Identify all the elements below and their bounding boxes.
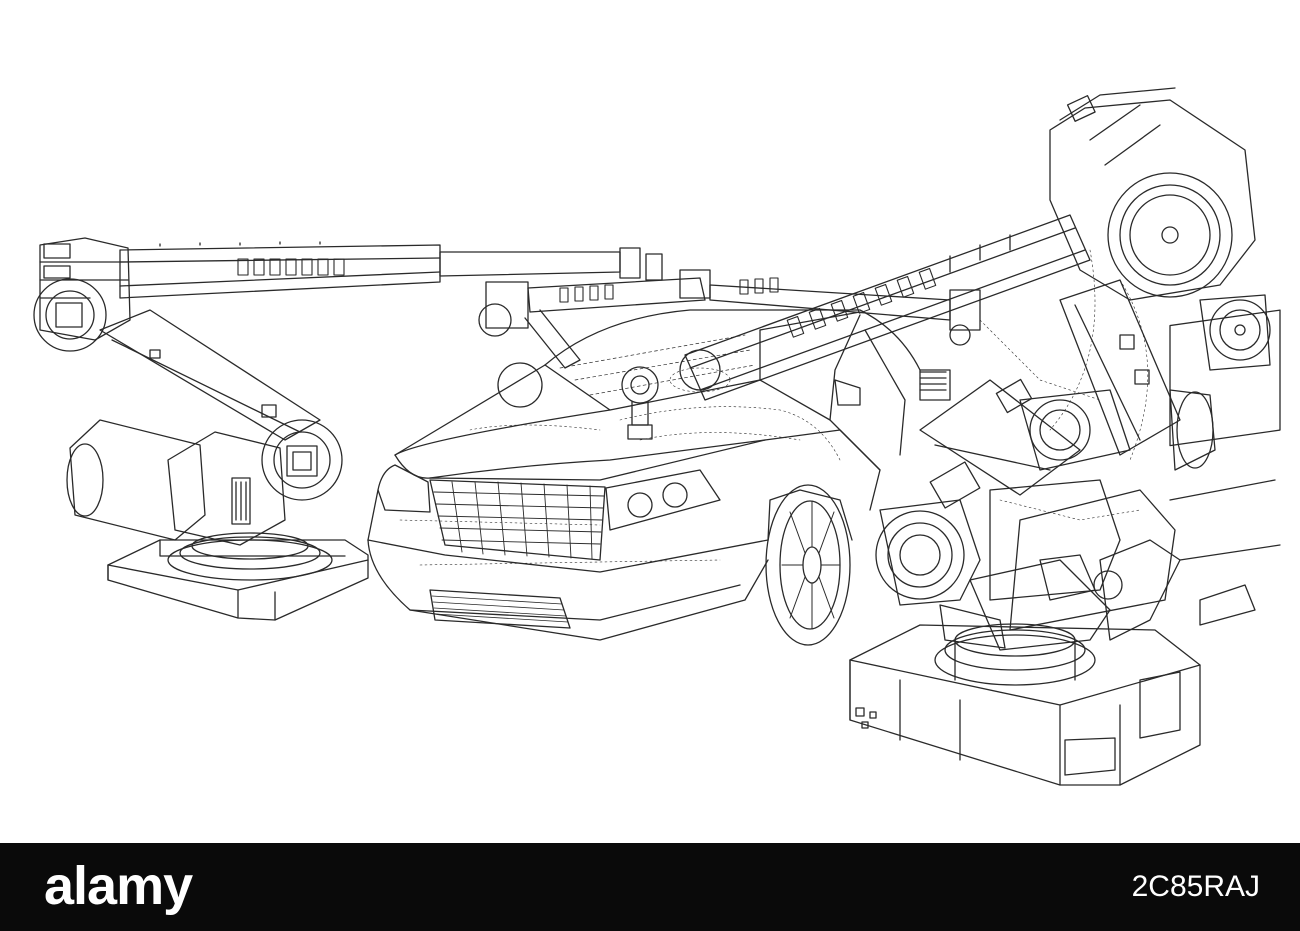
roof-nozzle-icon (621, 366, 659, 440)
robot-arm-left-icon (33, 237, 663, 621)
brand-logo: alamy (44, 856, 193, 916)
car-wireframe-icon (367, 309, 921, 646)
image-id-label: 2C85RAJ (1131, 870, 1260, 903)
watermark-footer: alamy 2C85RAJ (0, 843, 1300, 931)
wireframe-illustration (33, 87, 1281, 786)
illustration-canvas (33, 87, 1281, 786)
robot-arm-center-icon (478, 269, 981, 408)
robot-arm-right-icon (679, 87, 1281, 786)
